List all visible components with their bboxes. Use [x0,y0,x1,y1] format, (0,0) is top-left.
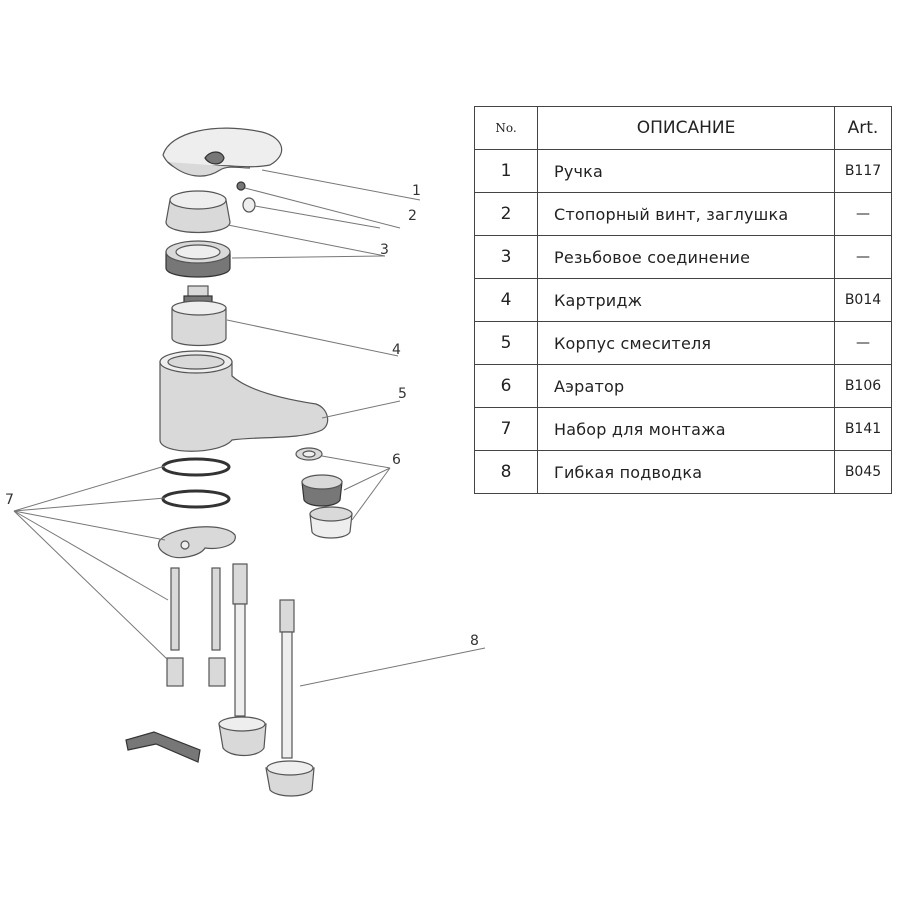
callout-6: 6 [392,452,401,468]
row-description: Стопорный винт, заглушка [537,192,835,236]
part-threaded-connection [165,190,231,278]
row-number: 7 [474,407,538,451]
table-row: 8 Гибкая подводка B045 [474,450,892,494]
callout-7: 7 [5,492,14,508]
table-row: 2 Стопорный винт, заглушка — [474,192,892,236]
row-art: — [834,321,892,365]
row-art: — [834,192,892,236]
row-number: 5 [474,321,538,365]
row-description: Набор для монтажа [537,407,835,451]
row-art: B106 [834,364,892,408]
leader-lines [13,169,486,687]
row-number: 1 [474,149,538,193]
row-art: B117 [834,149,892,193]
header-no: No. [474,106,538,150]
part-aerator [295,447,353,539]
row-number: 3 [474,235,538,279]
part-cartridge [171,285,227,347]
part-mounting-kit [125,457,236,763]
callout-2: 2 [408,208,417,224]
row-description: Резьбовое соединение [537,235,835,279]
row-art: B014 [834,278,892,322]
row-art: B045 [834,450,892,494]
row-number: 4 [474,278,538,322]
part-flexible-hose [218,563,315,797]
table-row: 3 Резьбовое соединение — [474,235,892,279]
part-set-screw-plug [236,181,256,213]
table-row: 4 Картридж B014 [474,278,892,322]
parts-table: No. ОПИСАНИЕ Art. 1 Ручка B117 2 Стопорн… [474,106,892,494]
row-description: Аэратор [537,364,835,408]
part-handle [162,127,283,177]
row-number: 8 [474,450,538,494]
header-description: ОПИСАНИЕ [537,106,835,150]
row-art: B141 [834,407,892,451]
table-row: 5 Корпус смесителя — [474,321,892,365]
table-header-row: No. ОПИСАНИЕ Art. [474,106,892,150]
row-description: Картридж [537,278,835,322]
table-row: 7 Набор для монтажа B141 [474,407,892,451]
row-description: Корпус смесителя [537,321,835,365]
callout-3: 3 [380,242,389,258]
row-art: — [834,235,892,279]
callout-1: 1 [412,183,421,199]
table-row: 6 Аэратор B106 [474,364,892,408]
row-description: Ручка [537,149,835,193]
callout-4: 4 [392,342,401,358]
row-number: 2 [474,192,538,236]
part-mixer-body [159,350,329,452]
callout-5: 5 [398,386,407,402]
row-number: 6 [474,364,538,408]
row-description: Гибкая подводка [537,450,835,494]
header-art: Art. [834,106,892,150]
table-row: 1 Ручка B117 [474,149,892,193]
callout-8: 8 [470,633,479,649]
